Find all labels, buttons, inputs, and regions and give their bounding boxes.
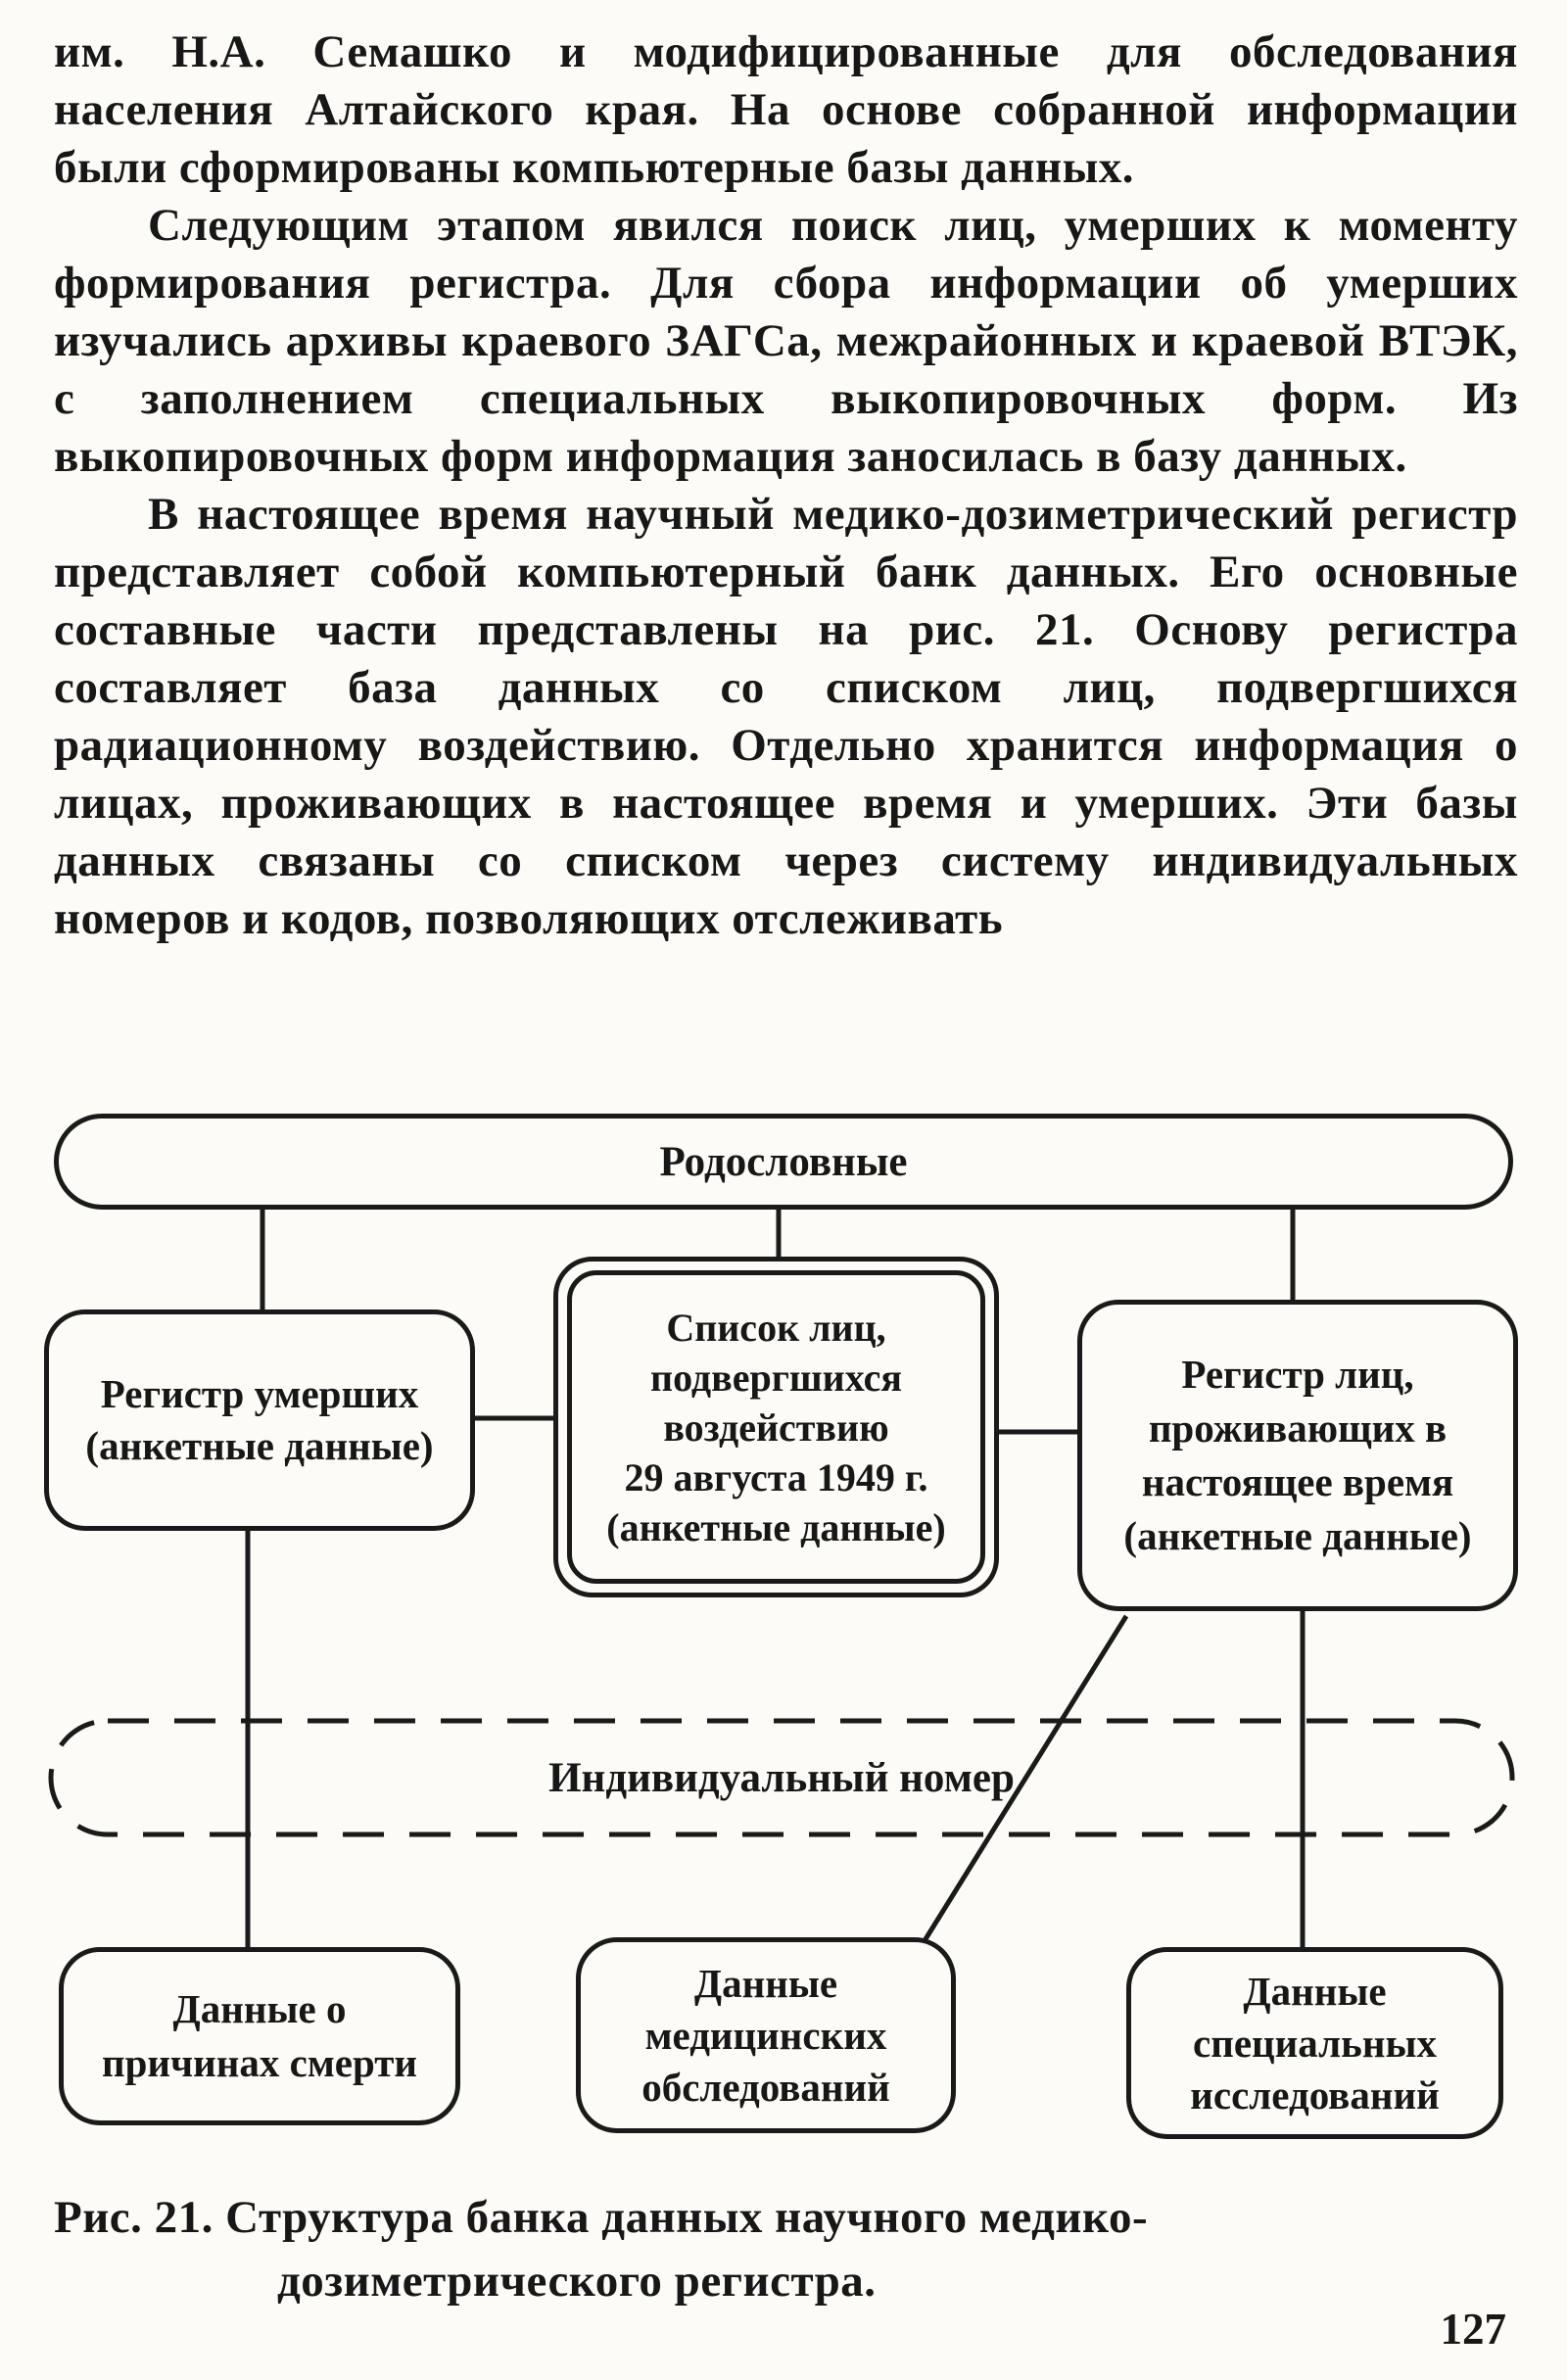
node-special-studies: Данные специальных исследований — [1126, 1947, 1503, 2139]
node-exposed-list: Список лиц, подвергшихся воздействию 29 … — [553, 1257, 999, 1597]
node-death-causes: Данные о причинах смерти — [59, 1947, 460, 2125]
node-living-register: Регистр лиц, проживающих в настоящее вре… — [1077, 1300, 1518, 1611]
band-individual-number: Индивидуальный номер — [548, 1754, 1015, 1801]
paragraph: В настоящее время научный медико-дозимет… — [54, 489, 1518, 944]
node-deceased-register: Регистр умерших (анкетные данные) — [44, 1309, 475, 1531]
caption-line: Рис. 21. Структура банка данных научного… — [54, 2192, 1149, 2243]
node-pedigrees: Родословные — [54, 1114, 1513, 1210]
paragraph: Следующим этапом явился поиск лиц, умерш… — [54, 200, 1518, 482]
node-exposed-list-label: Список лиц, подвергшихся воздействию 29 … — [567, 1270, 985, 1584]
page-number: 127 — [1440, 2305, 1507, 2354]
figure-caption: Рис. 21. Структура банка данных научного… — [54, 2186, 1148, 2313]
paragraph: им. Н.А. Семашко и модифицированные для … — [54, 26, 1518, 193]
caption-line: дозиметрического регистра. — [277, 2256, 877, 2307]
node-medical-exams: Данные медицинских обследований — [576, 1937, 956, 2133]
body-text: им. Н.А. Семашко и модифицированные для … — [54, 24, 1518, 948]
